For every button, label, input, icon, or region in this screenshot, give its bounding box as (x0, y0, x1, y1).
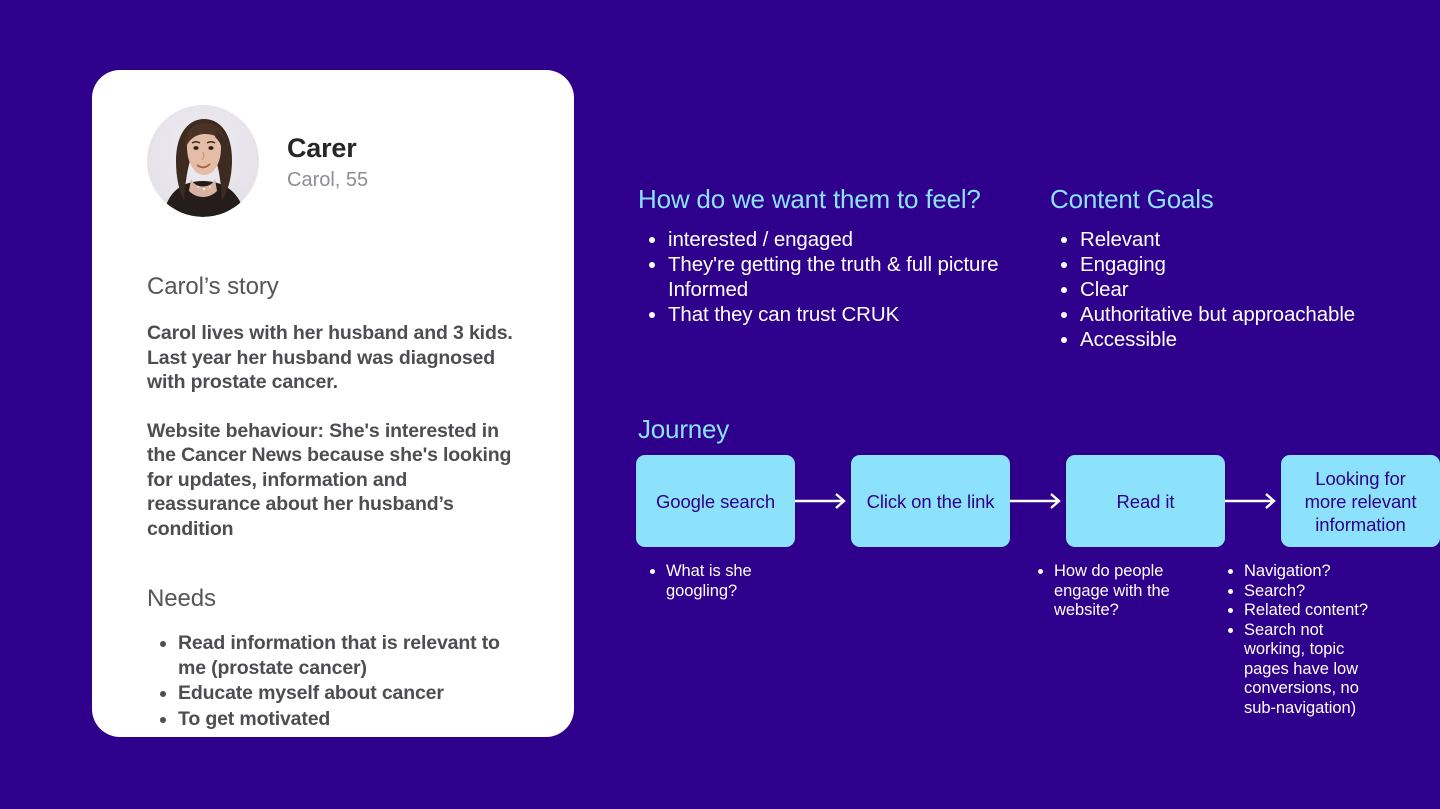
arrow-right-icon (795, 491, 851, 511)
list-item: Related content? (1244, 601, 1381, 621)
content-goals-section: Content Goals Relevant Engaging Clear Au… (1050, 184, 1420, 352)
list-item: Search not working, topic pages have low… (1244, 621, 1381, 719)
list-item: That they can trust CRUK (668, 302, 1033, 327)
journey-step-click-link[interactable]: Click on the link (851, 455, 1010, 547)
persona-role: Carer (287, 133, 357, 164)
list-item: How do people engage with the website? (1054, 562, 1176, 621)
persona-header: Carer Carol, 55 (147, 105, 532, 217)
list-item: Engaging (1080, 252, 1420, 277)
journey-step-read-it[interactable]: Read it (1066, 455, 1225, 547)
feelings-section: How do we want them to feel? interested … (638, 184, 1033, 327)
story-paragraph-1: Carol lives with her husband and 3 kids.… (147, 322, 513, 393)
journey-step-google-search[interactable]: Google search (636, 455, 795, 547)
journey-annotation-2: How do people engage with the website? (1026, 562, 1176, 621)
list-item: Authoritative but approachable (1080, 302, 1420, 327)
journey-annotation-1: What is she googling? (638, 562, 783, 601)
persona-card: Carer Carol, 55 Carol’s story Carol live… (92, 70, 574, 737)
persona-name-age: Carol, 55 (287, 168, 369, 191)
avatar (147, 105, 259, 217)
list-item: Search? (1244, 582, 1381, 602)
journey-step-looking-for-more[interactable]: Looking for more relevant information (1281, 455, 1440, 547)
list-item: To get motivated (178, 707, 527, 732)
persona-identity: Carer Carol, 55 (287, 130, 368, 192)
arrow-right-icon (1010, 491, 1066, 511)
list-item: Navigation? (1244, 562, 1381, 582)
needs-list: Read information that is relevant to me … (147, 631, 527, 731)
list-item: They're getting the truth & full picture… (668, 252, 1033, 302)
story-heading: Carol’s story (147, 273, 279, 300)
journey-annotation-3: Navigation? Search? Related content? Sea… (1216, 562, 1381, 718)
journey-title: Journey (638, 414, 730, 444)
list-item: Read information that is relevant to me … (178, 631, 527, 680)
list-item: Clear (1080, 277, 1420, 302)
journey-flow: Google search Click on the link Read it … (636, 455, 1440, 547)
list-item: interested / engaged (668, 227, 1033, 252)
feelings-title: How do we want them to feel? (638, 184, 981, 214)
list-item: Relevant (1080, 227, 1420, 252)
story-paragraph-2: Website behaviour: She's interested in t… (147, 419, 512, 540)
needs-heading: Needs (147, 585, 216, 612)
content-goals-title: Content Goals (1050, 184, 1214, 214)
content-goals-list: Relevant Engaging Clear Authoritative bu… (1050, 227, 1420, 352)
feelings-list: interested / engaged They're getting the… (638, 227, 1033, 327)
list-item: Educate myself about cancer (178, 681, 527, 706)
list-item: What is she googling? (666, 562, 783, 601)
list-item: Accessible (1080, 327, 1420, 352)
arrow-right-icon (1225, 491, 1281, 511)
